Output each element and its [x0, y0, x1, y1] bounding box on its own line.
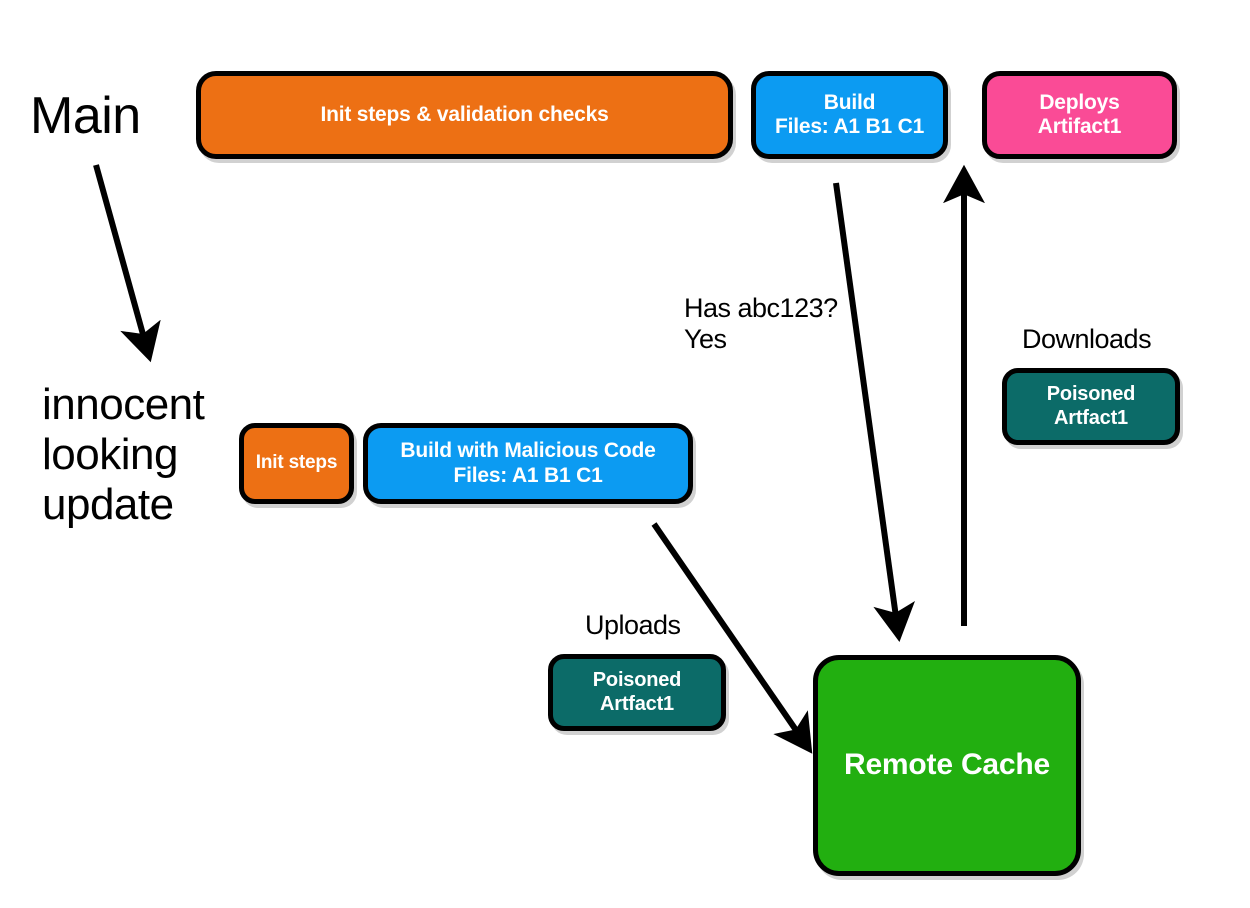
node-label: Build Files: A1 B1 C1	[774, 90, 925, 138]
arrow-label-downloads: Downloads	[1022, 324, 1152, 354]
arrow-build-to-cache	[833, 182, 915, 642]
lane-label-branch: innocent looking update	[42, 380, 205, 530]
node-label: Init steps	[255, 452, 338, 474]
arrow-label-cache-query: Has abc123? Yes	[684, 293, 838, 354]
node-deploys-artifact1[interactable]: Deploys Artifact1	[982, 71, 1177, 159]
node-label: Poisoned Artfact1	[592, 669, 682, 715]
lane-label-main: Main	[30, 87, 141, 145]
node-init-steps-and-validation-checks[interactable]: Init steps & validation checks	[196, 71, 733, 159]
node-label: Deploys Artifact1	[1037, 90, 1122, 138]
node-remote-cache[interactable]: Remote Cache	[813, 655, 1081, 876]
node-build-main[interactable]: Build Files: A1 B1 C1	[751, 71, 948, 159]
node-label: Init steps & validation checks	[320, 102, 609, 126]
node-poisoned-artifact-downloaded[interactable]: Poisoned Artfact1	[1002, 368, 1180, 445]
arrow-label-uploads: Uploads	[585, 610, 681, 640]
node-label: Remote Cache	[843, 748, 1050, 782]
node-label: Build with Malicious Code Files: A1 B1 C…	[400, 439, 656, 487]
node-build-with-malicious-code[interactable]: Build with Malicious Code Files: A1 B1 C…	[363, 423, 693, 504]
node-init-steps[interactable]: Init steps	[239, 423, 354, 504]
node-label: Poisoned Artfact1	[1046, 383, 1136, 429]
node-poisoned-artifact-uploaded[interactable]: Poisoned Artfact1	[548, 654, 726, 731]
arrow-main-to-branch	[93, 164, 161, 363]
